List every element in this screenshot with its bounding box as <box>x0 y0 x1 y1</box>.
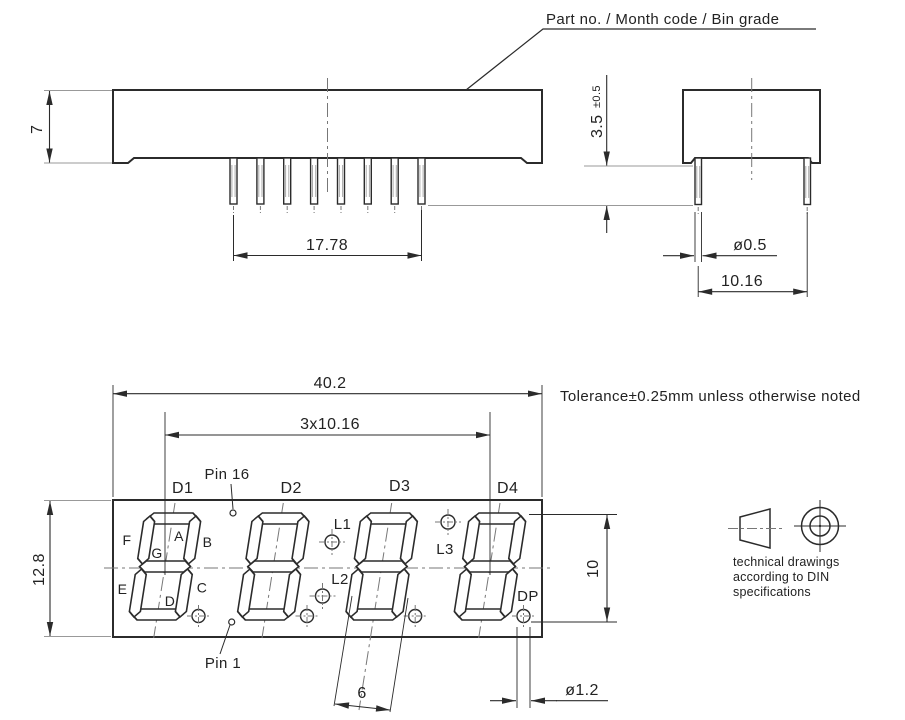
segment-label-f: F <box>123 532 132 548</box>
face-view: D1 D2 D3 D4 F A B G E D C L1 L2 L3 DP Pi… <box>31 375 617 713</box>
dim-standoff-value: 3.5 <box>589 115 606 138</box>
led-label-dp: DP <box>517 588 539 605</box>
pin1-marker <box>228 618 236 626</box>
digit-labels: D1 D2 D3 D4 <box>172 478 518 497</box>
segment-label-e: E <box>118 581 128 597</box>
digit-label-d2: D2 <box>281 480 302 497</box>
dim-pin-diameter: ø0.5 <box>663 212 777 262</box>
pin16-callout: Pin 16 <box>205 466 250 517</box>
dim-row-pitch: 10.16 <box>697 212 808 297</box>
dim-overall-width: 40.2 <box>112 375 543 497</box>
dim-standoff-tolerance: ±0.5 <box>591 85 603 108</box>
led-label-l2: L2 <box>331 571 349 588</box>
tolerance-note: Tolerance±0.25mm unless otherwise noted <box>560 388 861 405</box>
segment-label-c: C <box>197 580 208 596</box>
segment-label-b: B <box>203 534 213 550</box>
dim-digit-height: 10 <box>529 514 617 623</box>
front-elevation-view: 7 17.78 <box>29 78 543 261</box>
dim-dp-diameter: ø1.2 <box>490 627 608 708</box>
pin-row-front <box>229 157 426 213</box>
led-labels: L1 L2 L3 DP <box>331 516 539 605</box>
dim-overall-height: 12.8 <box>31 500 111 637</box>
led-label-l3: L3 <box>436 541 454 558</box>
pin16-marker <box>229 509 237 517</box>
dim-digit-width: 6 <box>333 595 409 713</box>
pin1-callout: Pin 1 <box>205 618 241 672</box>
dim-body-height: 7 <box>29 90 112 164</box>
dim-pin-diameter-value: ø0.5 <box>733 237 767 254</box>
digit-label-d4: D4 <box>497 480 518 497</box>
pin-row-side <box>694 157 812 214</box>
led-label-l1: L1 <box>334 516 352 533</box>
dim-digit-width-value: 6 <box>357 685 366 702</box>
led-circles <box>309 509 461 609</box>
segment-label-a: A <box>174 528 184 544</box>
part-label-leader <box>436 28 816 114</box>
segment-label-g: G <box>151 545 162 561</box>
pin1-label: Pin 1 <box>205 655 241 672</box>
dim-digit-height-value: 10 <box>585 559 602 578</box>
din-note-line1: technical drawings <box>733 555 839 569</box>
din-projection-symbol: technical drawings according to DIN spec… <box>728 500 846 599</box>
digit-label-d1: D1 <box>172 480 193 497</box>
decimal-points <box>187 605 535 627</box>
part-label-callout: Part no. / Month code / Bin grade <box>436 11 816 114</box>
package-body-front <box>112 89 543 164</box>
dim-body-height-value: 7 <box>29 125 46 134</box>
package-body-side <box>682 89 821 164</box>
segment-label-d: D <box>165 593 176 609</box>
digit-label-d3: D3 <box>389 478 410 495</box>
din-note-line2: according to DIN <box>733 570 829 584</box>
dim-dp-diameter-value: ø1.2 <box>565 682 599 699</box>
part-label-text: Part no. / Month code / Bin grade <box>546 11 779 28</box>
pin16-label: Pin 16 <box>205 466 250 483</box>
dim-standoff: 3.5 ±0.5 <box>428 75 693 233</box>
dim-row-pitch-value: 10.16 <box>721 273 763 290</box>
dim-digit-pitch: 3x10.16 <box>164 412 491 575</box>
dim-digit-pitch-value: 3x10.16 <box>300 416 360 433</box>
side-view: 3.5 ±0.5 ø0.5 10.16 <box>428 75 821 297</box>
din-note-line3: specifications <box>733 585 811 599</box>
dim-overall-height-value: 12.8 <box>31 553 48 586</box>
dim-overall-width-value: 40.2 <box>314 375 347 392</box>
dim-pin-row-span: 17.78 <box>233 210 422 261</box>
dim-pin-row-span-value: 17.78 <box>306 237 348 254</box>
segment-labels: F A B G E D C <box>118 528 213 609</box>
